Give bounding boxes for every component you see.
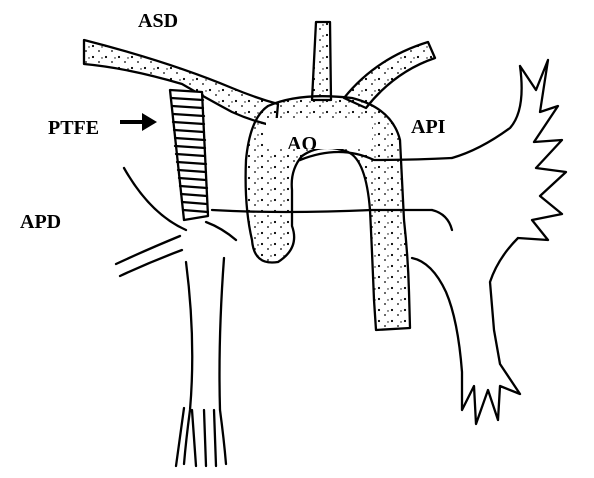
right-arrow-icon	[0, 0, 594, 478]
diagram: ASD PTFE API APD AO	[0, 0, 594, 478]
